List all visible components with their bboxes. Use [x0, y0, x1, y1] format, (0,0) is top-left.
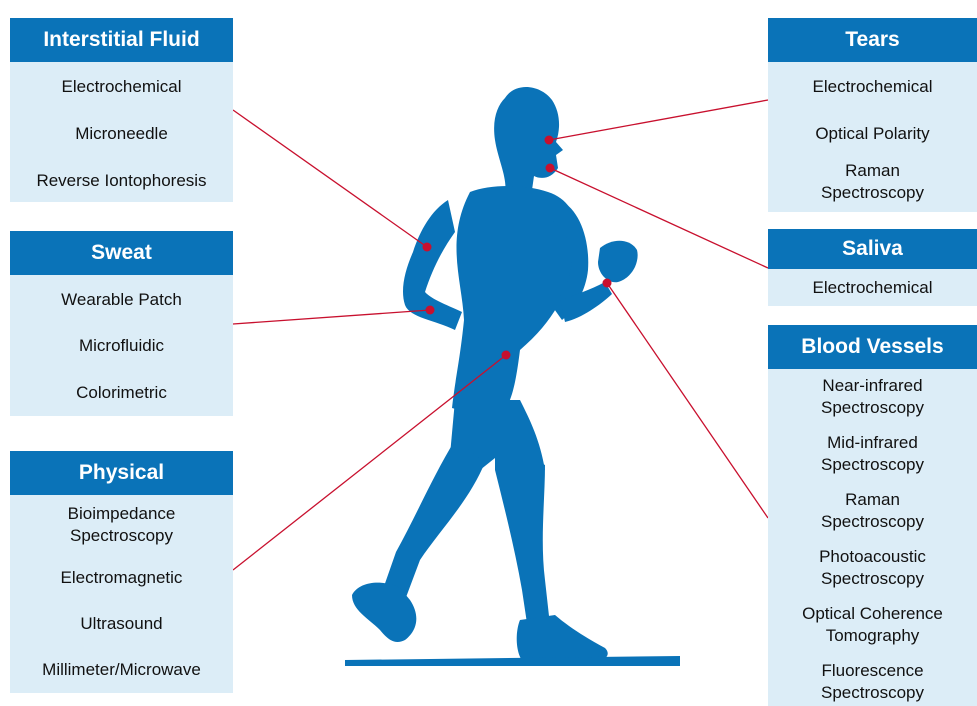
torso-sensor-point	[502, 351, 511, 360]
saliva-methods: Electrochemical	[768, 269, 977, 306]
method-item: Bioimpedance Spectroscopy	[10, 503, 233, 547]
method-item: Reverse Iontophoresis	[10, 170, 233, 192]
method-item: Near-infrared Spectroscopy	[768, 375, 977, 419]
interstitial-fluid-panel: Interstitial Fluid Electrochemical Micro…	[10, 18, 233, 202]
physical-title: Physical	[10, 451, 233, 495]
mouth-sensor-point	[546, 164, 555, 173]
blood-vessels-panel: Blood Vessels Near-infrared Spectroscopy…	[768, 325, 977, 706]
interstitial-fluid-title: Interstitial Fluid	[10, 18, 233, 62]
method-item: Optical Coherence Tomography	[768, 603, 977, 647]
method-item: Fluorescence Spectroscopy	[768, 660, 977, 704]
method-item: Photoacoustic Spectroscopy	[768, 546, 977, 590]
method-item: Electrochemical	[768, 76, 977, 98]
method-item: Wearable Patch	[10, 289, 233, 311]
method-item: Electrochemical	[10, 76, 233, 98]
interstitial-fluid-connector	[233, 110, 427, 247]
eye-sensor-point	[545, 136, 554, 145]
sweat-panel: Sweat Wearable Patch Microfluidic Colori…	[10, 231, 233, 416]
tears-panel: Tears Electrochemical Optical Polarity R…	[768, 18, 977, 212]
method-item: Raman Spectroscopy	[768, 489, 977, 533]
method-item: Electromagnetic	[10, 567, 233, 589]
method-item: Optical Polarity	[768, 123, 977, 145]
tears-methods: Electrochemical Optical Polarity Raman S…	[768, 62, 977, 212]
tears-title: Tears	[768, 18, 977, 62]
wrist-back-sensor-point	[426, 306, 435, 315]
interstitial-fluid-methods: Electrochemical Microneedle Reverse Iont…	[10, 62, 233, 202]
saliva-title: Saliva	[768, 229, 977, 269]
physical-panel: Physical Bioimpedance Spectroscopy Elect…	[10, 451, 233, 693]
blood-vessels-methods: Near-infrared Spectroscopy Mid-infrared …	[768, 369, 977, 706]
arm-sensor-point	[423, 243, 432, 252]
method-item: Mid-infrared Spectroscopy	[768, 432, 977, 476]
method-item: Raman Spectroscopy	[768, 160, 977, 204]
method-item: Millimeter/Microwave	[10, 659, 233, 681]
physical-methods: Bioimpedance Spectroscopy Electromagneti…	[10, 495, 233, 693]
method-item: Microfluidic	[10, 335, 233, 357]
sweat-connector	[233, 310, 430, 324]
blood-vessels-title: Blood Vessels	[768, 325, 977, 369]
runner-silhouette	[345, 87, 680, 666]
saliva-panel: Saliva Electrochemical	[768, 229, 977, 306]
method-item: Ultrasound	[10, 613, 233, 635]
blood-vessels-connector	[607, 283, 768, 518]
method-item: Electrochemical	[768, 277, 977, 299]
method-item: Microneedle	[10, 123, 233, 145]
wrist-front-sensor-point	[603, 279, 612, 288]
sweat-methods: Wearable Patch Microfluidic Colorimetric	[10, 275, 233, 416]
method-item: Colorimetric	[10, 382, 233, 404]
sweat-title: Sweat	[10, 231, 233, 275]
tears-connector	[549, 100, 768, 140]
